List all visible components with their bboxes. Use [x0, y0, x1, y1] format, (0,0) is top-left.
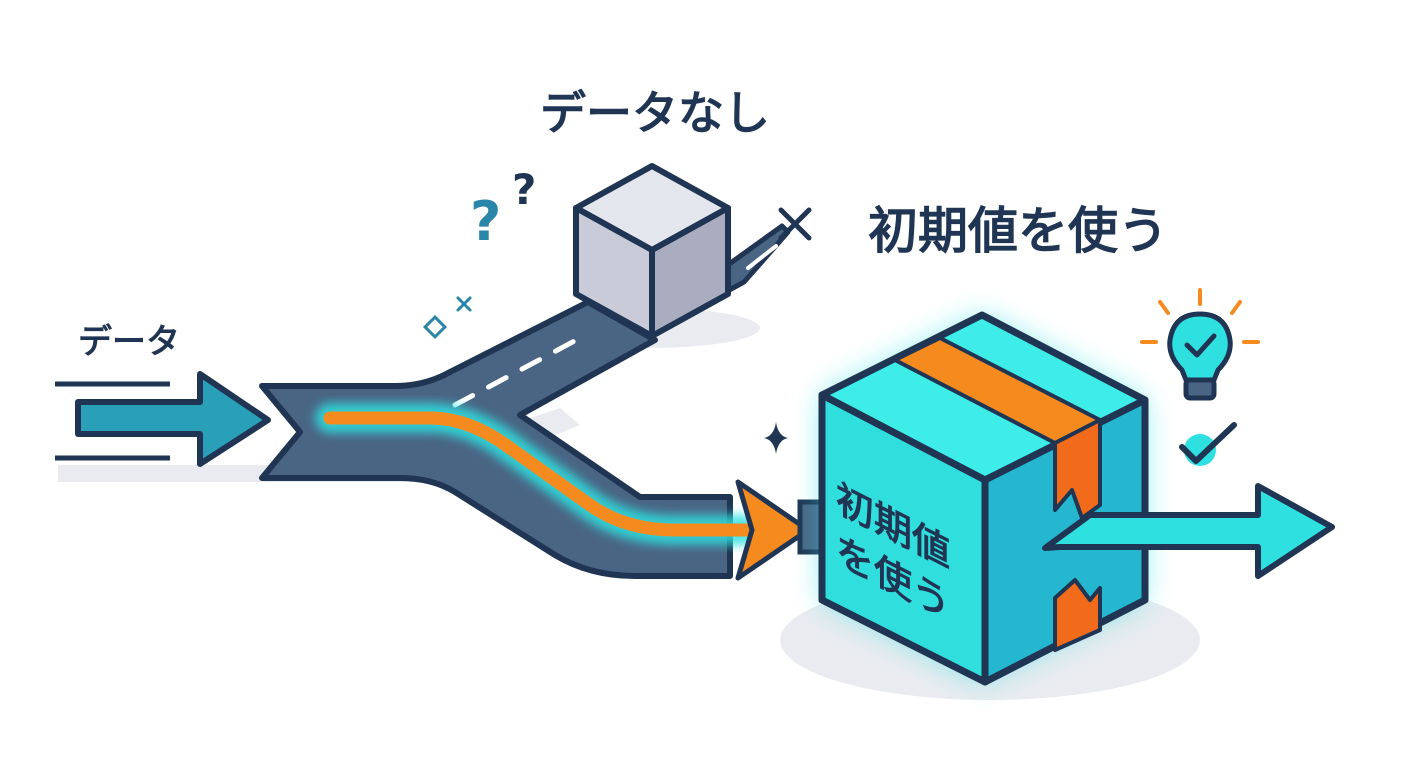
- no-data-label: データなし: [540, 86, 770, 140]
- question-marks-icon: ? ?: [470, 165, 536, 253]
- input-label: データ: [78, 322, 180, 362]
- small-diamond-icon: [422, 296, 472, 340]
- svg-text:?: ?: [470, 190, 501, 253]
- use-default-label: 初期値を使う: [868, 202, 1168, 260]
- packing-tape: [893, 336, 1102, 652]
- output-arrow: [1042, 483, 1335, 579]
- svg-text:?: ?: [512, 165, 536, 214]
- sparkle-icon: [764, 422, 788, 454]
- default-path-glow: [315, 403, 811, 581]
- x-mark-icon: [778, 207, 812, 241]
- input-arrow: [55, 371, 271, 467]
- no-data-box: [573, 163, 731, 339]
- checkmark-icon: [1179, 422, 1237, 466]
- upper-lane-marking: [746, 244, 778, 270]
- lightbulb-icon: [1140, 288, 1260, 401]
